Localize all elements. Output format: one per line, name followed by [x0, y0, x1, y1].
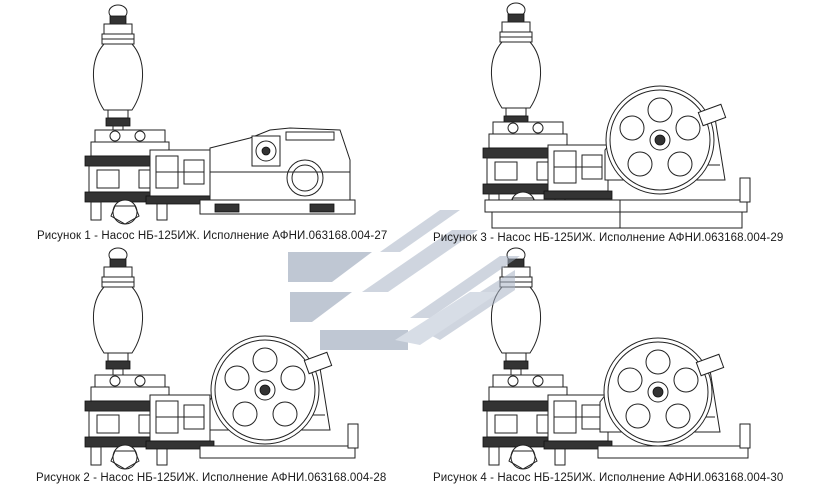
pump-drawing-fig2	[84, 247, 359, 470]
company-logo-watermark	[288, 210, 520, 350]
pump-drawing-fig1	[84, 4, 356, 225]
pump-drawing-fig3	[482, 2, 751, 229]
figure-caption-2: Рисунок 2 - Насос НБ-125ИЖ. Исполнение А…	[36, 472, 387, 484]
figure-caption-3: Рисунок 3 - Насос НБ-125ИЖ. Исполнение А…	[433, 232, 784, 244]
pump-drawing-fig4	[482, 247, 751, 470]
figure-caption-4: Рисунок 4 - Насос НБ-125ИЖ. Исполнение А…	[433, 472, 784, 484]
figure-caption-1: Рисунок 1 - Насос НБ-125ИЖ. Исполнение А…	[37, 230, 388, 242]
